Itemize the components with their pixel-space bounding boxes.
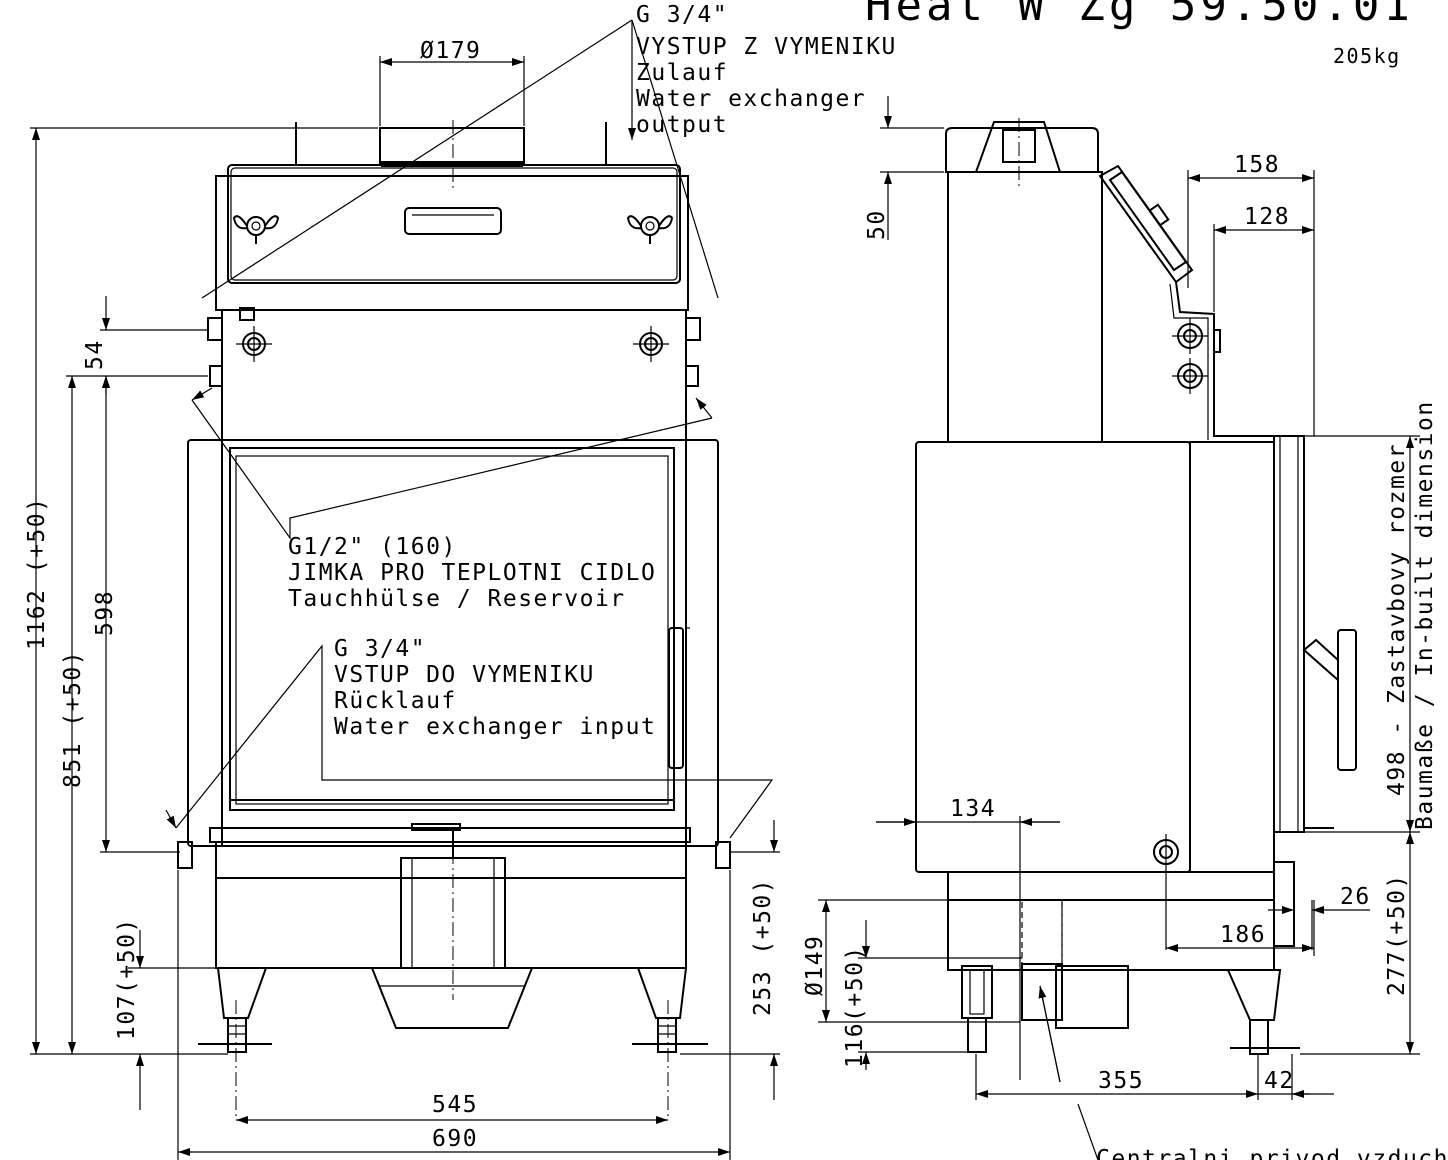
svg-text:G 3/4": G 3/4" xyxy=(636,2,728,28)
dim-builtin-cz: 498 - Zastavbovy rozmer xyxy=(1384,443,1410,796)
svg-text:output: output xyxy=(636,112,728,138)
dim-side-158: 158 xyxy=(1234,152,1280,178)
dim-height-107: 107(+50) xyxy=(114,917,140,1040)
svg-text:Tauchhülse / Reservoir: Tauchhülse / Reservoir xyxy=(288,586,626,612)
dim-height-253: 253 (+50) xyxy=(750,878,776,1016)
dim-side-128: 128 xyxy=(1244,204,1290,230)
svg-text:Water exchanger: Water exchanger xyxy=(636,86,866,112)
side-view xyxy=(915,118,1357,1055)
front-view xyxy=(165,19,774,1120)
weight-label: 205kg xyxy=(1333,44,1401,68)
leader-output xyxy=(201,19,719,299)
wing-nut-left-icon xyxy=(232,215,280,244)
note-sensor: G1/2" (160) JIMKA PRO TEPLOTNI CIDLO Tau… xyxy=(288,534,656,612)
svg-text:Zulauf: Zulauf xyxy=(636,60,728,86)
dim-side-42: 42 xyxy=(1264,1068,1295,1094)
dim-height-598: 598 xyxy=(92,590,118,636)
dim-air-diameter: Ø149 xyxy=(802,935,828,996)
leader-bottom-note xyxy=(1077,1103,1099,1160)
svg-text:Water exchanger input: Water exchanger input xyxy=(334,714,656,740)
dim-height-116: 116(+50) xyxy=(842,945,868,1068)
dim-height-277: 277(+50) xyxy=(1384,873,1410,996)
dim-spacing-54: 54 xyxy=(82,339,108,370)
wing-nut-right-icon xyxy=(626,215,674,244)
dim-builtin-en: Baumaße / In-built dimension xyxy=(1412,400,1438,830)
dim-width-690: 690 xyxy=(432,1126,478,1152)
svg-text:Rücklauf: Rücklauf xyxy=(334,688,457,714)
dim-overall-height: 1162 (+50) xyxy=(24,497,50,650)
note-output: G 3/4" VYSTUP Z VYMENIKU Zulauf Water ex… xyxy=(636,2,897,138)
dim-side-186: 186 xyxy=(1220,922,1266,948)
leader-sensor xyxy=(191,399,713,540)
drawing-title: Heat W Zg 59.50.01 xyxy=(865,0,1414,31)
side-dimensions: 50 158 128 498 - Zastavbovy rozmer Bauma… xyxy=(802,96,1438,1100)
svg-text:VSTUP DO VYMENIKU: VSTUP DO VYMENIKU xyxy=(334,662,595,688)
dim-flue-diameter: Ø179 xyxy=(420,38,481,64)
front-dimensions: Ø179 1162 (+50) 851 (+50) 598 54 107(+50… xyxy=(24,38,780,1160)
note-bottom: Centralni privod vzduchu xyxy=(1096,1146,1448,1160)
dim-side-26: 26 xyxy=(1340,884,1371,910)
svg-text:JIMKA PRO TEPLOTNI CIDLO: JIMKA PRO TEPLOTNI CIDLO xyxy=(288,560,656,586)
dim-depth-355: 355 xyxy=(1098,1068,1144,1094)
leader-input xyxy=(175,644,774,839)
svg-text:VYSTUP Z VYMENIKU: VYSTUP Z VYMENIKU xyxy=(636,34,897,60)
svg-text:G 3/4": G 3/4" xyxy=(334,636,426,662)
svg-text:G1/2" (160): G1/2" (160) xyxy=(288,534,457,560)
dim-height-851: 851 (+50) xyxy=(60,650,86,788)
dim-side-134: 134 xyxy=(950,796,996,822)
dim-width-545: 545 xyxy=(432,1092,478,1118)
dim-side-50: 50 xyxy=(864,209,890,240)
note-input: G 3/4" VSTUP DO VYMENIKU Rücklauf Water … xyxy=(334,636,656,740)
